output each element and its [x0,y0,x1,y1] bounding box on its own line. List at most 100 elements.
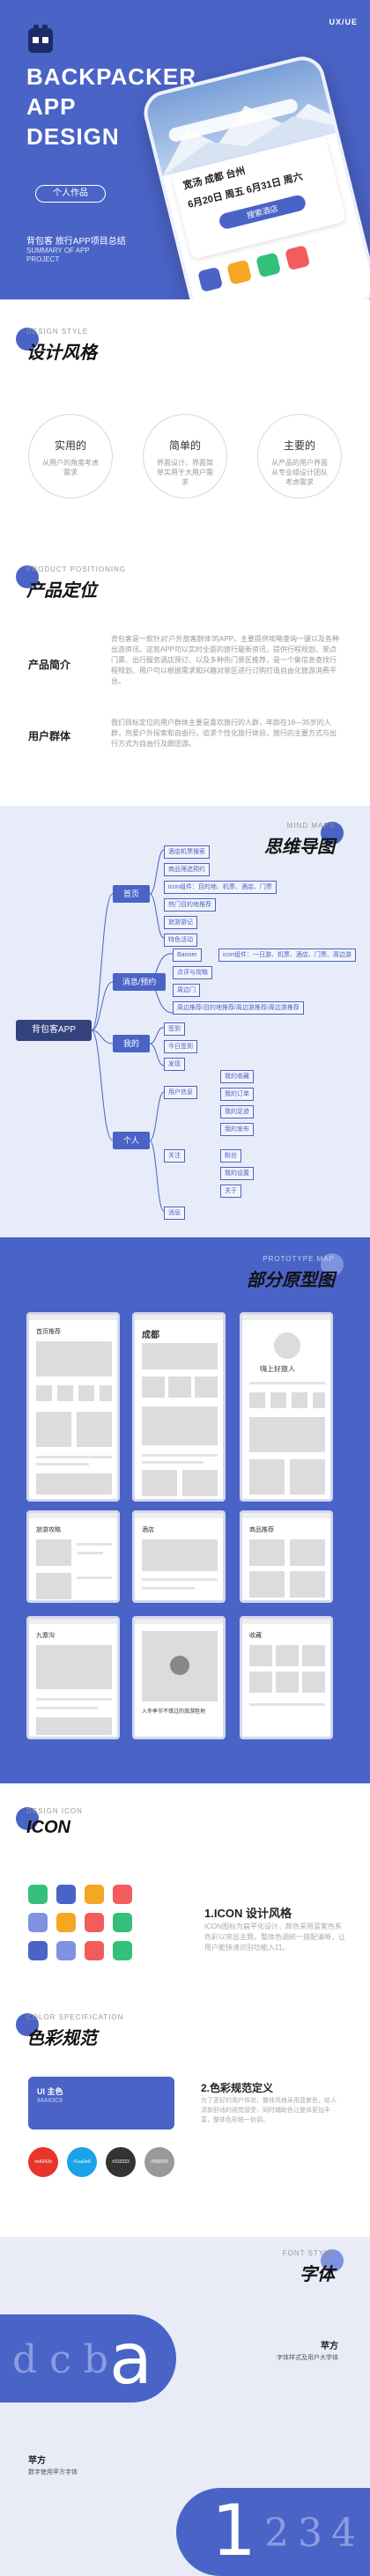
calendar-icon [28,1941,48,1960]
section-title: 思维导图 [264,838,335,857]
style-desc: 从产品的用户界面从专业组设计团队考虑需求 [271,459,328,486]
big-digit: 1 [211,2490,256,2572]
header-dot [321,1253,344,1276]
ticket-icon[interactable] [255,252,282,278]
color-swatch-red: #e8342b [28,2147,58,2177]
play-icon[interactable] [170,1656,189,1675]
section-en-title: FONT STYLE [282,2249,335,2257]
hero-banner: UX/UE BACKPACKER APP DESIGN 个人作品 背包客 旅行A… [0,0,370,299]
backpack-logo-icon [28,25,53,53]
backpack-icon [28,1885,48,1904]
train-icon [28,1913,48,1932]
branch-item: 粉丝 [220,1149,241,1163]
branch-item: 周边推荐/目的地推荐/周边游推荐/周边游推荐 [173,1001,304,1015]
branch-booking: 消息/预约 [113,973,166,991]
hero-title-line: APP [26,93,77,120]
section-title: 产品定位 [26,581,97,601]
hero-subtitle: 背包客 旅行APP项目总结 [26,237,126,247]
header-dot [16,328,39,351]
branch-mine: 我的 [113,1035,150,1052]
branch-item: 酒店机票搜索 [164,845,210,859]
personal-work-badge: 个人作品 [35,185,106,203]
header-dot [16,2013,39,2036]
letter-sample-band: dcb a [0,2314,176,2403]
font-usage: 数字使用苹方字体 [28,2469,78,2476]
swatch-hex: #e8342b [34,2159,52,2165]
wireframe-title: 入冬季节不错过的旅游胜地 [142,1709,206,1715]
section-title: 设计风格 [26,343,97,363]
wireframe-title: 首页推荐 [36,1329,61,1335]
branch-item: 用户信息 [164,1086,197,1099]
font-name: 苹方 [321,2342,338,2351]
style-circle-simple: 简单的 界面设计，界面简单实用于大用户需求 [143,414,227,498]
branch-item: 我的订单 [220,1088,254,1101]
branch-item: 签到 [164,1022,185,1036]
branch-item: 我的足迹 [220,1105,254,1118]
branch-item: 商品筛选预约 [164,863,210,876]
car-icon [85,1885,104,1904]
section-en-title: DESIGN STYLE [26,328,89,336]
branch-item: 今日签到 [164,1040,197,1053]
style-title: 实用的 [54,439,86,452]
ticket-icon [85,1941,104,1960]
plane-icon[interactable] [197,266,224,292]
hotel-icon[interactable] [226,259,253,285]
branch-item: 关于 [220,1185,241,1198]
header-dot [16,1807,39,1830]
row-text: 背包客是一款针对'户外旅客群体'的APP，主要提供攻略查询一键以及各种出游资讯，… [111,635,340,685]
hero-title-line: BACKPACKER [26,63,196,90]
style-title: 主要的 [283,439,315,452]
header-dot [321,822,344,845]
prototype-section: PROTOTYPE MAP 部分原型图 首页推荐 成都 [0,1237,370,1783]
wireframe-destination: 九寨沟 [26,1616,120,1739]
font-usage: 字体样式及用户大学体 [277,2355,338,2361]
wireframe-title: 旅游攻略 [36,1527,61,1533]
color-spec-title: 2.色彩规范定义 [201,2082,274,2094]
primary-color-label: UI 主色 [37,2087,63,2096]
section-title: 部分原型图 [247,1271,335,1290]
wireframe-video: 入冬季节不错过的旅游胜地 [132,1616,226,1739]
branch-item: icon组件：一日游、机票、酒店、门票、周边游 [218,948,356,962]
style-circle-practical: 实用的 从用户的角度考虑需求 [28,414,113,498]
branch-item: 发现 [164,1058,185,1071]
style-circle-main: 主要的 从产品的用户界面从专业组设计团队考虑需求 [257,414,342,498]
hero-title: BACKPACKER APP DESIGN [26,62,196,151]
wireframe-city: 成都 [132,1312,226,1502]
branch-item: 热门目的地推荐 [164,898,216,912]
design-style-header: DESIGN STYLE 设计风格 [0,324,370,368]
color-swatch-gray: #999999 [144,2147,174,2177]
header-dot [321,2249,344,2272]
wireframe-title: 成都 [142,1331,159,1340]
wireframe-title: 酒店 [142,1527,154,1533]
branch-personal: 个人 [113,1132,150,1149]
phone-mockup: 宽汤 成都 台州 6月20日 周五 6月31日 周六 搜索酒店 [139,51,370,299]
icon-header: DESIGN ICON ICON [0,1804,370,1848]
color-swatch-blue: #1aa3e8 [67,2147,97,2177]
train-icon[interactable] [285,245,311,271]
wireframe-title: 商品推荐 [249,1527,274,1533]
icon-style-title: 1.ICON 设计风格 [204,1907,292,1920]
wireframe-home: 首页推荐 [26,1312,120,1502]
wireframe-profile: 嗨上好旅人 [240,1312,333,1502]
digit-samples: 234 [264,2511,365,2556]
icon-style-desc: ICON图标为扁平化设计，颜色采用蓝紫色系色彩以突出主题，整体色调统一搭配清晰，… [204,1923,345,1952]
color-swatch-dark: #333333 [106,2147,136,2177]
swatch-hex: #1aa3e8 [73,2159,91,2165]
branch-item: 我的设置 [220,1167,254,1180]
corner-tag: UX/UE [329,18,358,26]
gift-icon [113,1941,132,1960]
mountain-banner [143,55,343,176]
branch-item: 旅游游记 [164,916,197,929]
branch-item: Banner [173,948,202,962]
plane-icon [56,1885,76,1904]
swatch-hex: #999999 [151,2159,168,2165]
primary-color-hex: #4A63C6 [37,2098,63,2104]
location-icon [85,1913,104,1932]
hotel-icon [56,1913,76,1932]
primary-color-card: UI 主色 #4A63C6 [28,2077,174,2129]
wireframe-favorites: 收藏 [240,1616,333,1739]
swatch-hex: #333333 [112,2159,130,2165]
digit-sample-band: 1 234 [176,2488,370,2576]
style-title: 简单的 [168,439,201,452]
